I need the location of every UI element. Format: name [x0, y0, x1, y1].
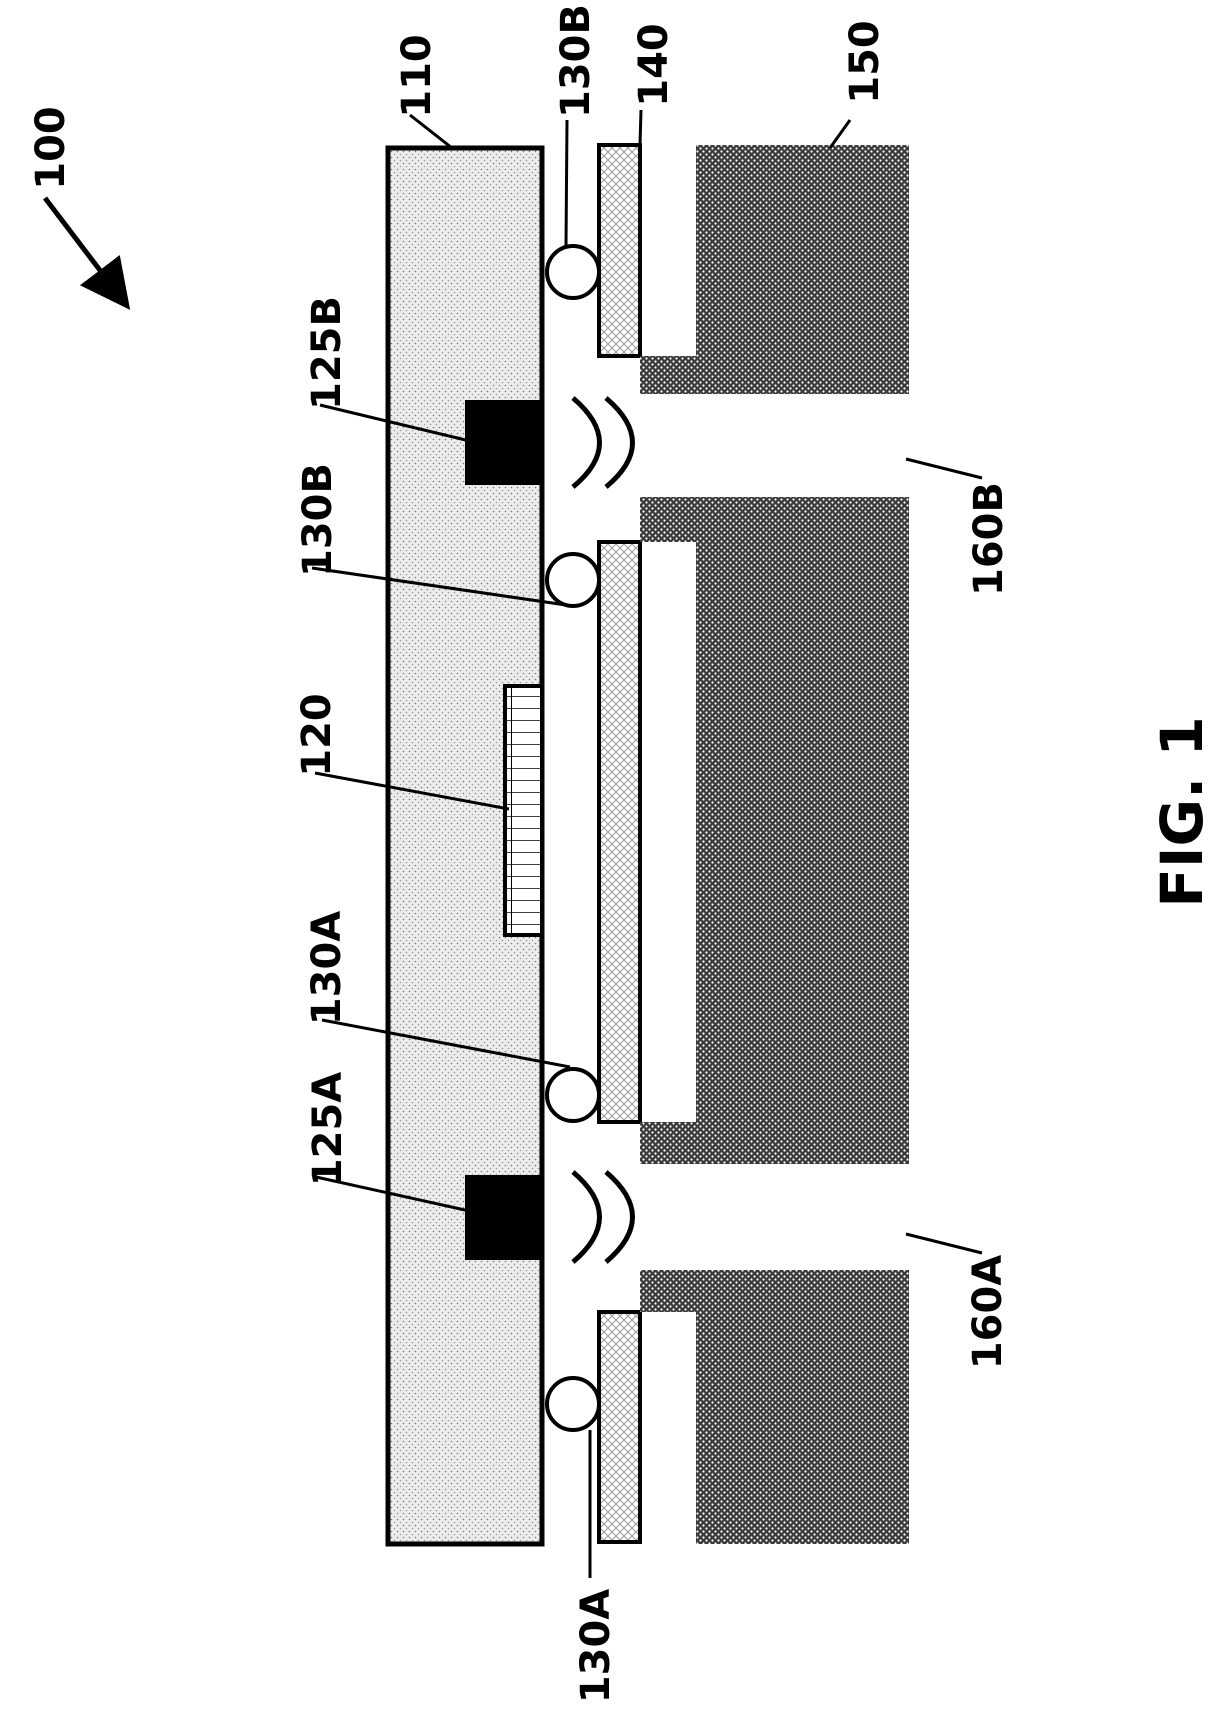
label-125b: 125B	[304, 296, 350, 410]
solder-bump-bottom	[547, 1378, 599, 1430]
solder-bump-upper	[547, 554, 599, 606]
board-segment-bottom	[599, 1312, 640, 1542]
label-120: 120	[294, 693, 340, 777]
emitter-b	[465, 400, 544, 485]
solder-bump-top	[547, 246, 599, 298]
label-130a-bottom: 130A	[573, 1589, 619, 1703]
chip	[505, 686, 542, 935]
housing-middle	[640, 497, 909, 1164]
label-150: 150	[842, 20, 888, 104]
assembly-arrow	[45, 198, 115, 290]
figure-caption: FIG. 1	[1148, 716, 1216, 907]
label-110: 110	[394, 34, 440, 118]
label-125a: 125A	[305, 1072, 351, 1186]
board-segment-middle	[599, 542, 640, 1122]
label-130a-mid: 130A	[304, 911, 350, 1025]
label-160b: 160B	[966, 482, 1012, 596]
label-100: 100	[28, 106, 74, 190]
emission-arcs-a	[573, 1172, 633, 1262]
solder-bump-lower	[547, 1069, 599, 1121]
emitter-a	[465, 1175, 544, 1260]
board-segment-top	[599, 145, 640, 356]
label-160a: 160A	[965, 1255, 1011, 1369]
housing-top	[640, 145, 909, 394]
label-140: 140	[631, 23, 677, 107]
label-130b-mid: 130B	[295, 463, 341, 577]
emission-arcs-b	[573, 398, 633, 487]
housing-bottom	[640, 1270, 909, 1544]
label-130b-top: 130B	[553, 4, 599, 118]
